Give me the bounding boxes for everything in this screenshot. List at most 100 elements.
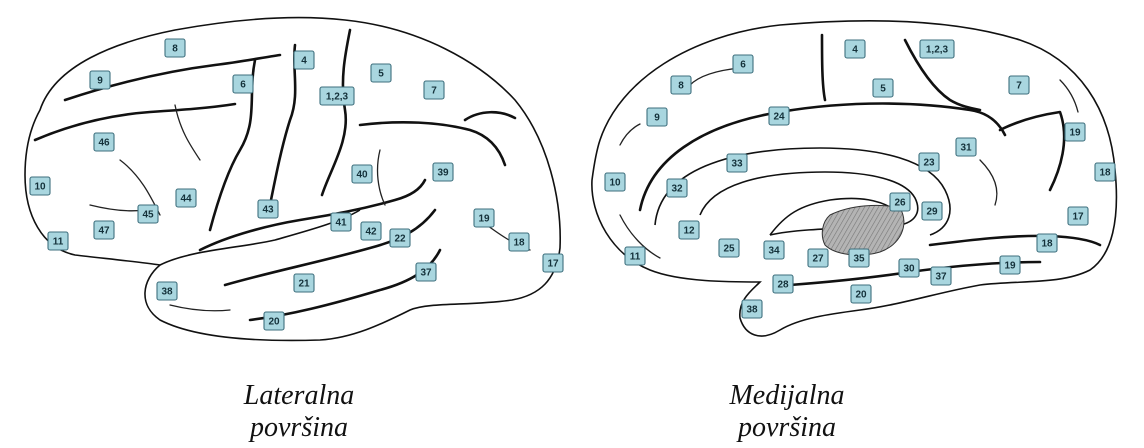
medial-area-label-text: 18 bbox=[1099, 168, 1111, 179]
medial-area-label-box bbox=[646, 107, 668, 127]
lateral-caption-line1: Lateralna bbox=[243, 380, 355, 411]
lateral-area-label-box bbox=[89, 70, 111, 90]
lateral-area-label-box bbox=[93, 132, 115, 152]
medial-area-label: 5 bbox=[872, 78, 894, 98]
lateral-area-label-box bbox=[370, 63, 392, 83]
lateral-area-label-text: 43 bbox=[262, 205, 274, 216]
medial-area-label-text: 27 bbox=[812, 254, 824, 265]
lateral-area-label-text: 10 bbox=[34, 182, 46, 193]
lateral-area-label: 4 bbox=[293, 50, 315, 70]
medial-area-label: 24 bbox=[768, 106, 790, 126]
medial-area-label-box bbox=[1064, 122, 1086, 142]
medial-area-label: 38 bbox=[741, 299, 763, 319]
lateral-area-label-box bbox=[319, 86, 355, 106]
lateral-area-label-text: 11 bbox=[53, 237, 64, 248]
lateral-minor-sulcus-4 bbox=[376, 149, 386, 206]
lateral-area-label-text: 7 bbox=[431, 86, 437, 97]
medial-area-label-text: 5 bbox=[880, 84, 886, 95]
lateral-area-label-text: 19 bbox=[478, 214, 490, 225]
medial-area-label-text: 32 bbox=[671, 184, 683, 195]
medial-area-label-text: 24 bbox=[773, 112, 785, 123]
lateral-area-label-box bbox=[293, 50, 315, 70]
lateral-area-label: 17 bbox=[542, 253, 564, 273]
paracentral-sulcus bbox=[820, 33, 827, 102]
lateral-caption-line2: površina bbox=[250, 412, 348, 443]
marginal-sulcus bbox=[903, 38, 982, 112]
lateral-area-label: 8 bbox=[164, 38, 186, 58]
lateral-area-label-text: 6 bbox=[240, 80, 246, 91]
lateral-area-label: 7 bbox=[423, 80, 445, 100]
medial-area-label: 31 bbox=[955, 137, 977, 157]
lateral-area-label: 43 bbox=[257, 199, 279, 219]
lateral-area-label-text: 38 bbox=[161, 287, 173, 298]
lateral-area-label-box bbox=[257, 199, 279, 219]
medial-area-label: 28 bbox=[772, 274, 794, 294]
medial-area-label-box bbox=[604, 172, 626, 192]
medial-area-label-box bbox=[918, 152, 940, 172]
medial-area-label-text: 8 bbox=[678, 81, 684, 92]
medial-area-label-text: 23 bbox=[923, 158, 935, 169]
lateral-area-label: 45 bbox=[137, 204, 159, 224]
medial-area-label-box bbox=[898, 258, 920, 278]
medial-area-label: 18 bbox=[1094, 162, 1116, 182]
lateral-area-label: 9 bbox=[89, 70, 111, 90]
lateral-area-label: 42 bbox=[360, 221, 382, 241]
lateral-area-label: 5 bbox=[370, 63, 392, 83]
medial-area-label-text: 30 bbox=[903, 264, 915, 275]
lateral-minor-sulcus-3 bbox=[174, 104, 201, 161]
fornix bbox=[769, 197, 896, 236]
lateral-area-label-box bbox=[330, 212, 352, 232]
lateral-area-label-box bbox=[432, 162, 454, 182]
medial-area-label: 27 bbox=[807, 248, 829, 268]
lateral-area-label-box bbox=[47, 231, 69, 251]
medial-area-label: 11 bbox=[624, 246, 646, 266]
lateral-area-label-box bbox=[389, 228, 411, 248]
lateral-area-label: 46 bbox=[93, 132, 115, 152]
medial-area-label-box bbox=[1008, 75, 1030, 95]
medial-area-label-box bbox=[848, 248, 870, 268]
lateral-area-label-box bbox=[137, 204, 159, 224]
lateral-area-label-box bbox=[423, 80, 445, 100]
lateral-area-label-text: 42 bbox=[365, 227, 377, 238]
superior-temporal-sulcus bbox=[223, 208, 437, 287]
medial-area-label: 29 bbox=[921, 201, 943, 221]
lateral-area-label-box bbox=[508, 232, 530, 252]
lateral-area-label-box bbox=[542, 253, 564, 273]
lateral-area-label-text: 9 bbox=[97, 76, 103, 87]
medial-minor-sulcus-3 bbox=[979, 159, 998, 206]
medial-area-label-box bbox=[930, 266, 952, 286]
lateral-area-label-text: 22 bbox=[394, 234, 406, 245]
medial-area-label-box bbox=[850, 284, 872, 304]
lateral-area-label-box bbox=[263, 311, 285, 331]
medial-minor-sulcus-4 bbox=[619, 214, 661, 259]
medial-area-label-text: 20 bbox=[855, 290, 867, 301]
medial-minor-sulcus-2 bbox=[619, 123, 641, 146]
lateral-area-label: 6 bbox=[232, 74, 254, 94]
medial-caption: Medijalna površina bbox=[637, 380, 937, 444]
lateral-area-label-box bbox=[156, 281, 178, 301]
lateral-area-label: 22 bbox=[389, 228, 411, 248]
lateral-area-label-text: 4 bbox=[301, 56, 307, 67]
inferior-frontal-sulcus bbox=[33, 102, 237, 142]
medial-area-label-text: 38 bbox=[746, 305, 758, 316]
medial-area-label: 26 bbox=[889, 192, 911, 212]
lateral-caption: Lateralna površina bbox=[149, 380, 449, 444]
medial-area-label: 9 bbox=[646, 107, 668, 127]
medial-area-label: 37 bbox=[930, 266, 952, 286]
lateral-minor-sulcus-6 bbox=[169, 304, 231, 312]
lateral-area-label-box bbox=[232, 74, 254, 94]
medial-area-label: 1,2,3 bbox=[919, 39, 955, 59]
medial-area-label-text: 9 bbox=[654, 113, 660, 124]
lateral-area-label-box bbox=[415, 262, 437, 282]
medial-area-label-box bbox=[844, 39, 866, 59]
medial-caption-line1: Medijalna bbox=[729, 380, 845, 411]
medial-area-label-text: 4 bbox=[852, 45, 858, 56]
medial-area-label-text: 17 bbox=[1072, 212, 1084, 223]
medial-area-label-text: 6 bbox=[740, 60, 746, 71]
medial-area-label-text: 10 bbox=[609, 178, 621, 189]
medial-area-label: 35 bbox=[848, 248, 870, 268]
lateral-area-label: 37 bbox=[415, 262, 437, 282]
medial-area-label: 20 bbox=[850, 284, 872, 304]
